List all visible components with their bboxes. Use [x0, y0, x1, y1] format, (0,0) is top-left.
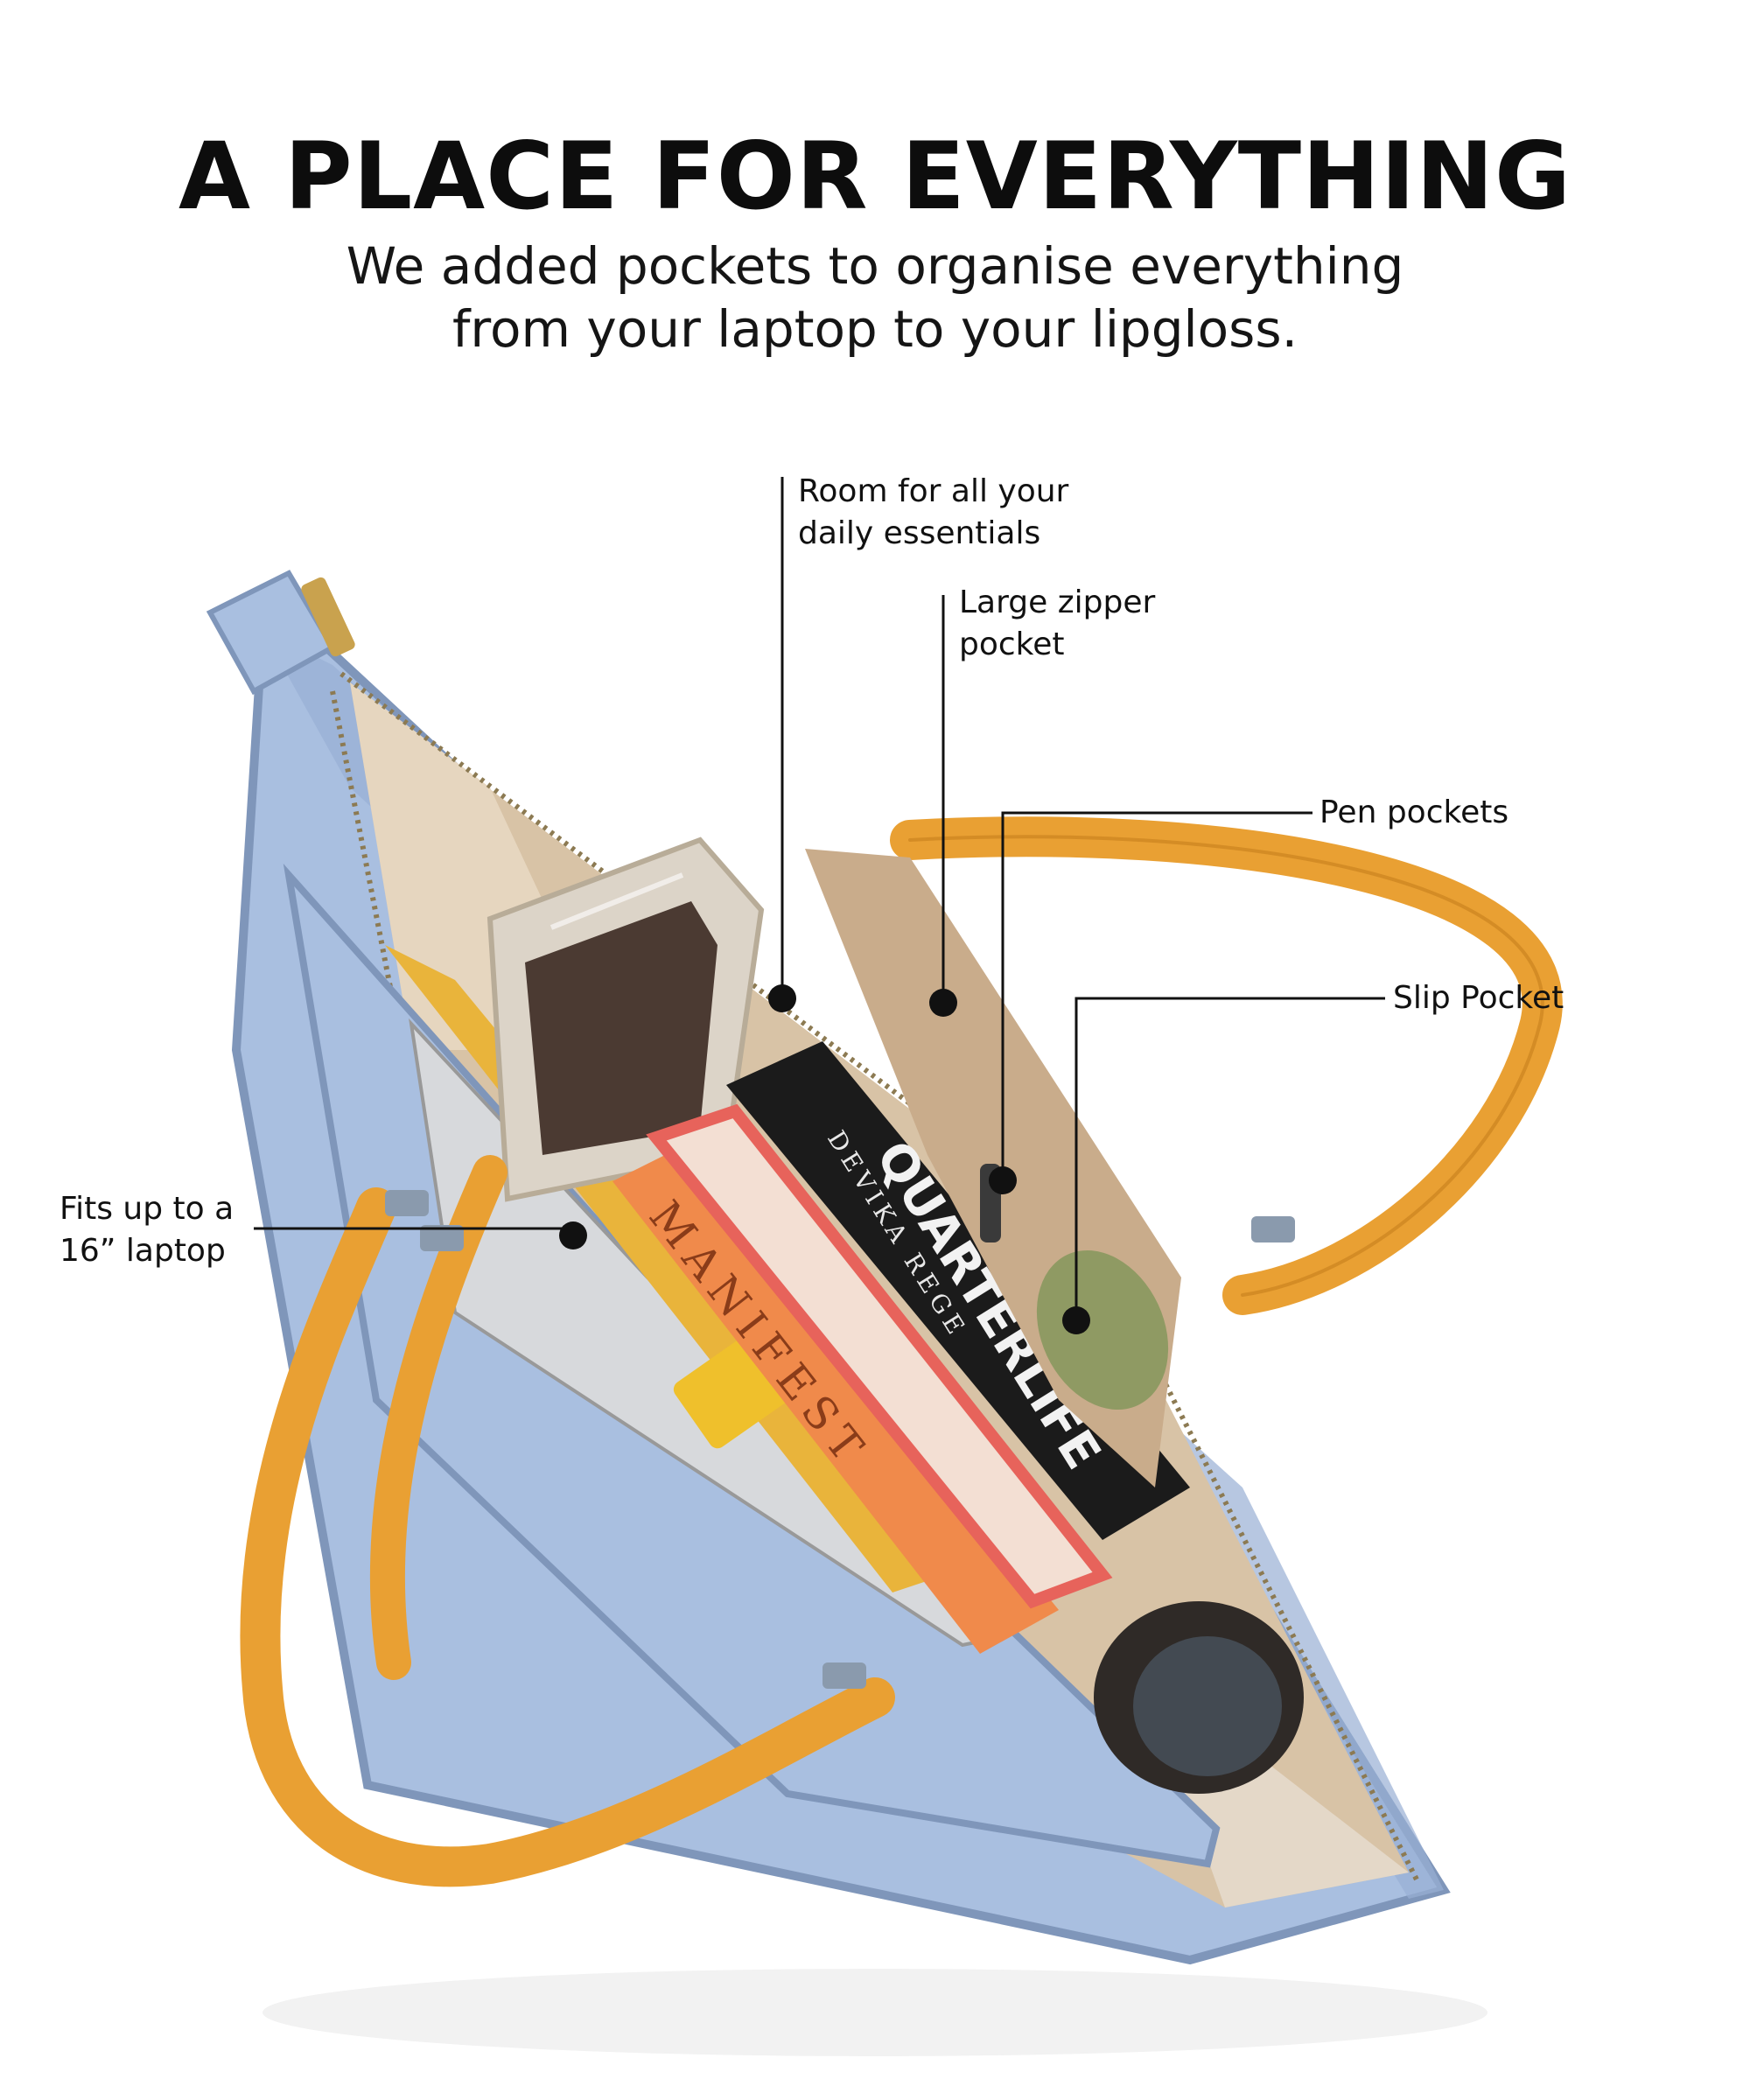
leader-pen — [1001, 811, 1312, 1180]
strap-loop-2 — [420, 1225, 464, 1251]
dot-essentials — [768, 984, 796, 1012]
callout-slip-line-1: Slip Pocket — [1393, 980, 1564, 1016]
dot-pen — [989, 1166, 1017, 1194]
callout-laptop-line-1: Fits up to a — [60, 1191, 234, 1227]
leader-dots — [559, 984, 1090, 1334]
callout-laptop-fit: Fits up to a 16” laptop — [60, 1188, 234, 1272]
pink-book — [646, 1103, 1113, 1609]
strap-loop-3 — [822, 1662, 866, 1689]
callout-pen-line-1: Pen pockets — [1320, 794, 1509, 830]
callout-pen-pockets: Pen pockets — [1320, 792, 1508, 834]
callout-slip-pocket: Slip Pocket — [1393, 977, 1564, 1019]
dot-zipper — [929, 989, 957, 1017]
strap-loop-1 — [385, 1190, 429, 1216]
callout-laptop-line-2: 16” laptop — [60, 1233, 226, 1269]
callout-zipper-line-1: Large zipper — [959, 584, 1156, 620]
subtitle-line-2: from your laptop to your lipgloss. — [452, 299, 1298, 359]
page-subtitle: We added pockets to organise everything … — [0, 234, 1750, 360]
callout-essentials-line-2: daily essentials — [798, 515, 1041, 551]
callout-essentials-line-1: Room for all your — [798, 473, 1069, 509]
left-strap — [240, 1187, 895, 1887]
callout-large-zipper-pocket: Large zipper pocket — [959, 582, 1155, 666]
page-title: A PLACE FOR EVERYTHING — [178, 122, 1572, 230]
slip-pocket-item — [1036, 1250, 1169, 1410]
callout-daily-essentials: Room for all your daily essentials — [798, 471, 1068, 555]
strap-loop-4 — [1251, 1216, 1295, 1242]
dot-slip — [1062, 1306, 1090, 1334]
zipper-pull — [301, 577, 355, 657]
dot-laptop — [559, 1222, 587, 1250]
orange-book — [612, 1146, 1059, 1654]
black-book — [726, 1041, 1190, 1540]
bag-shadow — [262, 1969, 1488, 2056]
subtitle-line-1: We added pockets to organise everything — [346, 236, 1404, 296]
callout-zipper-line-2: pocket — [959, 626, 1065, 662]
leader-slip — [1074, 997, 1385, 1320]
